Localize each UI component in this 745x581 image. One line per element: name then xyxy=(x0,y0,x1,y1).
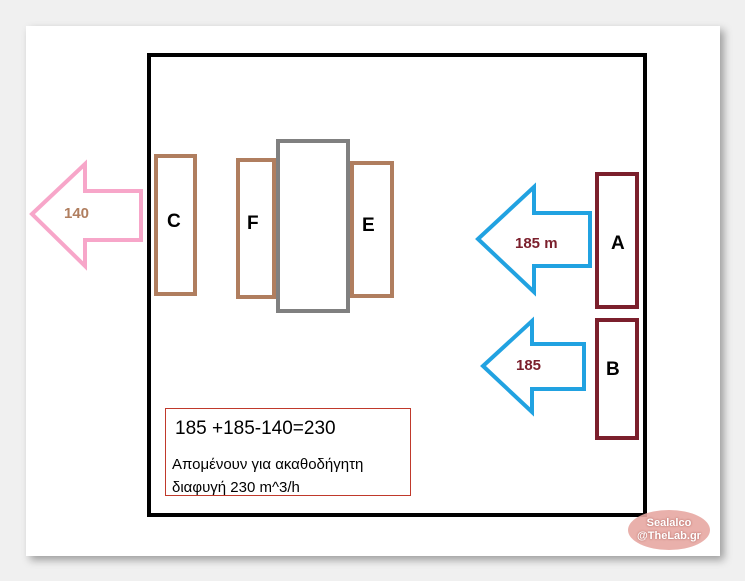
filter-c xyxy=(154,154,197,296)
label-b: B xyxy=(606,359,620,380)
label-e: E xyxy=(362,215,375,236)
inflow-arrow-bottom xyxy=(480,316,586,417)
label-f: F xyxy=(247,213,259,234)
calculation-equation: 185 +185-140=230 xyxy=(175,418,336,439)
watermark-line-1: Sealalco xyxy=(646,517,692,529)
room-outline xyxy=(147,53,647,517)
inflow-arrow-top xyxy=(475,182,592,297)
label-c: C xyxy=(167,211,181,232)
label-a: A xyxy=(611,233,625,254)
intake-b xyxy=(595,318,639,440)
intake-a xyxy=(595,172,639,309)
watermark-badge: Sealalco @TheLab.gr xyxy=(628,510,710,550)
calculation-note: 185 +185-140=230 Απομένουν για ακαθοδήγη… xyxy=(165,408,411,496)
inflow-bottom-value: 185 xyxy=(516,357,542,374)
outflow-arrow xyxy=(29,159,143,271)
outflow-value: 140 xyxy=(64,205,90,222)
inflow-top-value: 185 m xyxy=(515,235,558,252)
note-line-2: διαφυγή 230 m^3/h xyxy=(172,479,300,496)
watermark-line-2: @TheLab.gr xyxy=(637,530,701,542)
filter-f xyxy=(236,158,276,299)
note-line-1: Απομένουν για ακαθοδήγητη xyxy=(172,456,364,473)
core-unit xyxy=(276,139,350,313)
filter-e xyxy=(350,161,394,298)
